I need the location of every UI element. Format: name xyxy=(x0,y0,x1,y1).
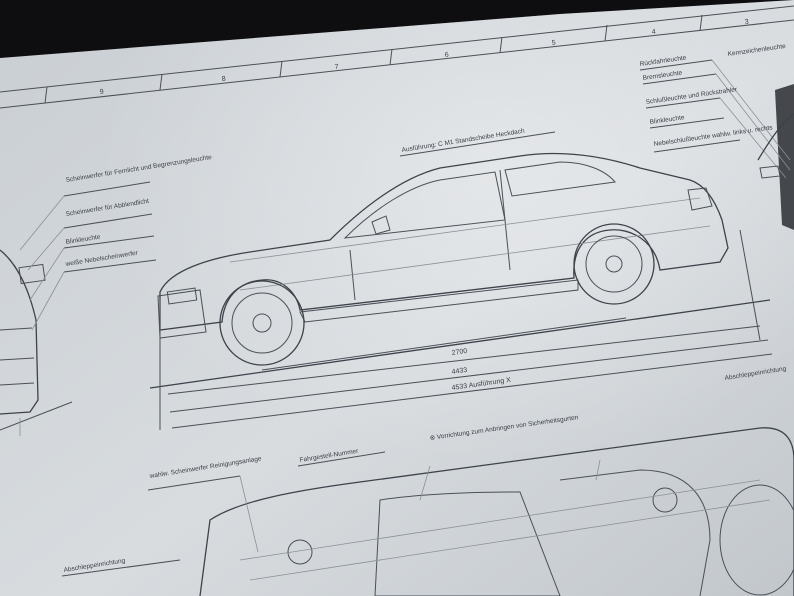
zone-number: 3 xyxy=(744,19,749,26)
dimension-length: 4433 xyxy=(451,367,468,376)
zone-number: 8 xyxy=(221,76,226,83)
rear-view-partial xyxy=(757,113,794,179)
zone-number: 4 xyxy=(651,29,656,36)
dimension-wheelbase: 2700 xyxy=(451,348,468,357)
zone-number: 6 xyxy=(444,52,449,59)
zone-number: 7 xyxy=(334,64,339,71)
front-view-partial xyxy=(0,249,73,436)
car-side-view xyxy=(149,152,771,389)
zone-number: 9 xyxy=(99,89,104,96)
zone-number: 5 xyxy=(551,40,556,47)
callout-blinker-rear: Blinkleuchte xyxy=(649,114,685,126)
dark-right-edge xyxy=(775,84,794,230)
zone-strip: 9 8 7 6 5 4 3 xyxy=(0,5,794,109)
car-top-view xyxy=(199,427,794,596)
